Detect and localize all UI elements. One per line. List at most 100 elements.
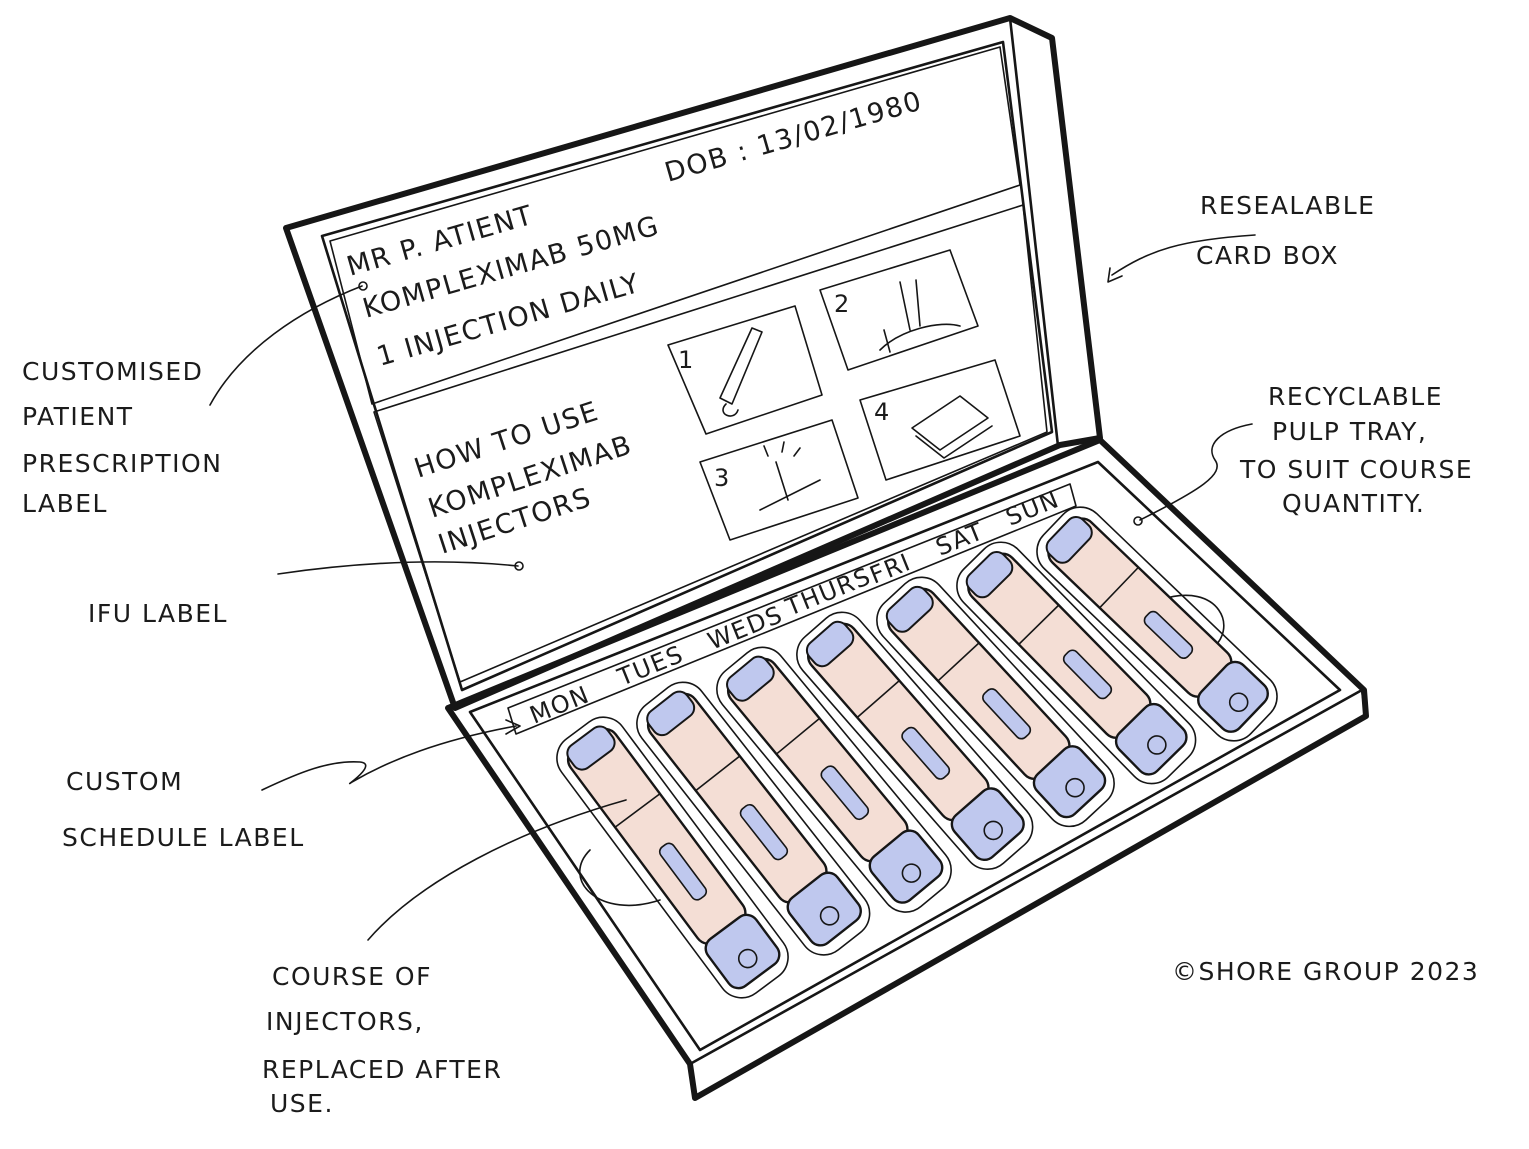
leader-schedule-label [261, 725, 517, 791]
day-tues: TUES [613, 640, 688, 692]
note-pulp-3: To Suit Course [1239, 455, 1473, 484]
ifu-step-3-number: 3 [714, 464, 731, 492]
ifu-step-4: 4 [859, 359, 1021, 481]
copyright-text: ©Shore Group 2023 [1172, 957, 1479, 986]
pen-grip-line [1018, 604, 1060, 645]
note-injectors-1: Course of [272, 962, 432, 991]
pen-cavity [716, 646, 952, 913]
injector-pen-thurs [796, 611, 1034, 870]
injector-pen-fri [876, 576, 1115, 828]
note-patient-1: Customised [22, 357, 203, 386]
ifu-text: How To Use Kompleximab Injectors [411, 396, 637, 561]
ifu-step-3: 3 [699, 419, 859, 541]
tray-floor [468, 460, 1342, 1052]
note-resealable-1: Resealable [1200, 191, 1375, 220]
pen-cap-tip [1228, 692, 1249, 713]
pulp-bump-right [1159, 594, 1225, 651]
dot-ifu-label [514, 561, 524, 571]
pen-plunger [726, 655, 775, 702]
note-patient-4: Label [22, 489, 108, 518]
note-schedule-2: Schedule Label [62, 823, 305, 852]
dot-pulp-tray [1133, 516, 1143, 526]
note-injectors-3: Replaced After [262, 1055, 502, 1084]
ifu-step-1: 1 [667, 305, 823, 435]
ifu-steps: 1 2 3 4 [667, 249, 1021, 541]
leader-injectors [367, 799, 627, 941]
pen-plunger [646, 690, 696, 737]
pen-grip-line [937, 642, 980, 682]
pen-grip-line [695, 755, 741, 792]
injector-pen-weds [716, 646, 952, 913]
pen-cavity [1036, 506, 1278, 742]
day-weds: WEDS [704, 600, 787, 655]
pen-icon [719, 327, 763, 417]
pen-cavity [956, 541, 1197, 785]
leader-resealable-box [1111, 234, 1256, 276]
injector-pen-tues [636, 681, 871, 956]
pen-cap [1197, 660, 1269, 733]
note-schedule-1: Custom [66, 767, 183, 796]
day-fri: FRI [866, 548, 915, 590]
injector-pens [556, 506, 1278, 999]
pen-window [739, 803, 789, 861]
day-thurs: THURS [781, 562, 876, 622]
ifu-label-border [373, 204, 1048, 683]
note-injectors-2: Injectors, [266, 1007, 424, 1036]
note-ifu: IFU Label [88, 599, 228, 628]
pen-cavity [636, 681, 871, 956]
pen-cap-tip [1065, 777, 1085, 798]
tray-return-icon [911, 395, 993, 459]
hand-press-icon [879, 279, 961, 353]
prescription-label-border [329, 46, 1021, 405]
ifu-step-2-number: 2 [834, 290, 851, 318]
dot-patient-label [358, 281, 368, 291]
pen-window [1062, 649, 1113, 700]
arrow-resealable-box [1107, 267, 1123, 283]
injector-pen-mon [556, 716, 789, 999]
injector-pen-sat [956, 541, 1197, 785]
arrow-schedule-label [505, 719, 521, 735]
ifu-step-2: 2 [819, 249, 979, 371]
click-icon [759, 441, 821, 511]
pen-window [820, 765, 870, 821]
leader-ifu-label [277, 561, 519, 575]
pen-window [658, 842, 708, 901]
lid-inner-panel [320, 40, 1054, 692]
note-pulp-2: Pulp Tray, [1272, 417, 1427, 446]
pen-cap-tip [1147, 735, 1167, 755]
note-patient-2: Patient [22, 402, 134, 431]
tray-front-wall [688, 688, 1368, 1100]
note-pulp-4: Quantity. [1282, 489, 1425, 518]
pen-cavity [556, 716, 789, 999]
schedule-label-strip [507, 483, 1077, 735]
pen-plunger [965, 550, 1014, 599]
pen-cap [1114, 702, 1188, 776]
pen-grip-line [614, 793, 661, 828]
pen-cap-tip [819, 906, 840, 926]
pen-plunger [566, 725, 616, 771]
pen-window [1143, 610, 1194, 660]
ifu-step-1-number: 1 [678, 346, 695, 374]
pen-cap-tip [737, 948, 758, 969]
pen-plunger [805, 620, 855, 668]
pen-cap [1032, 745, 1107, 819]
pen-plunger [1045, 516, 1093, 564]
note-resealable-2: Card Box [1196, 241, 1339, 270]
pen-cavity [876, 576, 1115, 828]
ifu-step-4-number: 4 [874, 398, 891, 426]
pen-cap-tip [983, 820, 1004, 841]
tray [445, 437, 1369, 1101]
annotations: Resealable Card Box Customised Patient P… [22, 191, 1479, 1118]
note-patient-3: Prescription [22, 449, 222, 478]
pen-cap-tip [901, 863, 922, 883]
injector-pen-sun [1036, 506, 1278, 742]
callout-lines [209, 234, 1256, 941]
note-pulp-1: Recyclable [1268, 382, 1443, 411]
pulp-bump-left [579, 849, 661, 907]
pen-window [901, 726, 951, 780]
leader-pulp-tray [1139, 423, 1253, 521]
note-injectors-4: Use. [270, 1089, 334, 1118]
pen-window [982, 688, 1032, 740]
pen-plunger [885, 585, 934, 633]
